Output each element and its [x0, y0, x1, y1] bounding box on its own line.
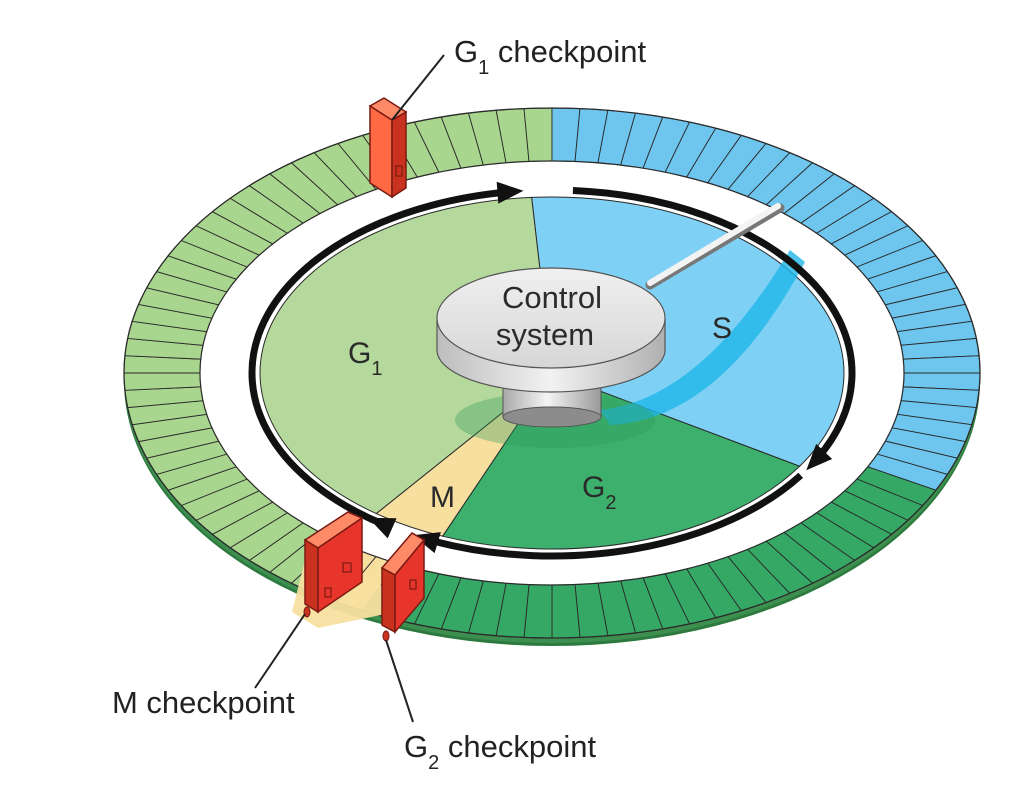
phase-wedge-s — [531, 196, 845, 467]
cycle-arrowhead — [496, 181, 524, 204]
phase-label-m: M — [430, 481, 455, 514]
control-system-label-line1: Control — [502, 280, 602, 315]
control-system: Control system — [436, 203, 785, 428]
g1-checkpoint-leader — [391, 54, 445, 121]
g2-checkpoint-gate — [380, 532, 426, 642]
cycle-arrow-segment — [572, 186, 856, 462]
ring-segment — [902, 355, 981, 374]
cycle-arrow-segment — [248, 187, 516, 527]
ring-segment — [523, 107, 553, 162]
control-cap-top — [436, 267, 666, 369]
cycle-arrow-segment — [433, 472, 804, 560]
phase-label-g1: G1 — [348, 337, 382, 380]
cycle-arrowhead — [806, 443, 833, 471]
cycle-arrowhead — [368, 517, 397, 539]
pointer-rod — [647, 203, 781, 286]
s-shadow-highlight — [600, 250, 805, 425]
phase-label-s: S — [712, 312, 732, 345]
control-system-label-line2: system — [496, 317, 594, 352]
ring-segment — [123, 372, 202, 391]
g2-checkpoint-leader — [385, 639, 414, 723]
cycle-arrow — [248, 181, 856, 560]
g1-checkpoint-label: G1 checkpoint — [454, 34, 646, 79]
g1-checkpoint-gate — [368, 97, 408, 199]
phase-label-g2: G2 — [582, 471, 616, 514]
m-checkpoint-leader — [254, 613, 306, 689]
g2-checkpoint-label: G2 checkpoint — [404, 729, 596, 774]
ring-segment — [551, 584, 581, 639]
m-checkpoint-label: M checkpoint — [112, 685, 295, 720]
phase-wedge-g1 — [259, 196, 553, 515]
